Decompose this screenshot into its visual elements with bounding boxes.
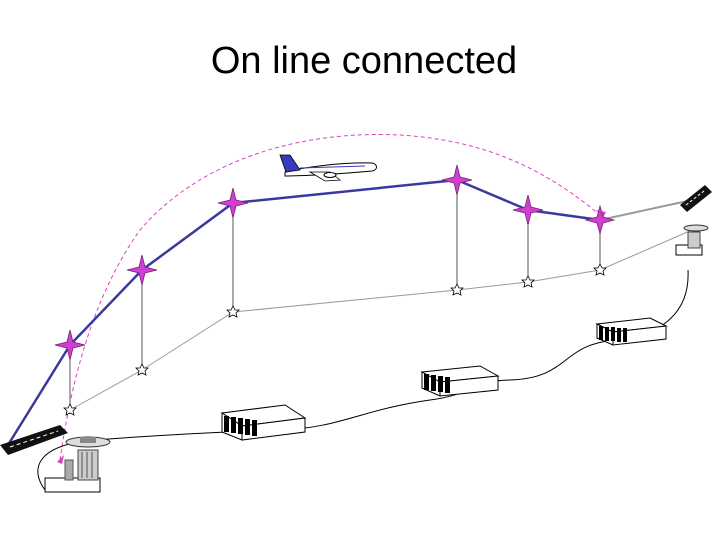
- waypoint-star-4: [441, 164, 473, 196]
- data-center-1-icon: [220, 404, 307, 441]
- airborne-waypoints: [54, 164, 616, 361]
- ground-track: [69, 229, 693, 411]
- trajectory-arrowhead-start: [57, 455, 64, 464]
- slide-title: On line connected: [210, 40, 518, 82]
- waypoint-star-3: [217, 187, 249, 219]
- network-cable: [37, 269, 689, 491]
- ground-star-1: [63, 403, 77, 416]
- ground-star-2: [135, 363, 149, 376]
- ground-star-4: [450, 283, 464, 296]
- ground-star-3: [226, 305, 240, 318]
- arrival-runway-icon: [680, 185, 712, 212]
- aircraft-icon: [279, 154, 377, 182]
- approach-segment: [599, 199, 693, 221]
- data-center-3-icon: [595, 317, 668, 346]
- departure-control-tower-icon: [44, 436, 111, 493]
- dashed-trajectory: [59, 133, 601, 461]
- waypoint-star-1: [54, 329, 86, 361]
- departure-runway-icon: [0, 425, 68, 455]
- ground-star-5: [521, 275, 535, 288]
- altitude-drop-lines: [69, 180, 601, 410]
- waypoint-star-5: [512, 194, 544, 226]
- ground-star-6: [593, 263, 607, 276]
- ground-waypoints: [63, 263, 607, 416]
- arrival-control-tower-icon: [675, 224, 709, 256]
- flight-path: [6, 178, 601, 446]
- waypoint-star-6: [584, 204, 616, 236]
- waypoint-star-2: [126, 254, 158, 286]
- data-center-2-icon: [420, 365, 500, 397]
